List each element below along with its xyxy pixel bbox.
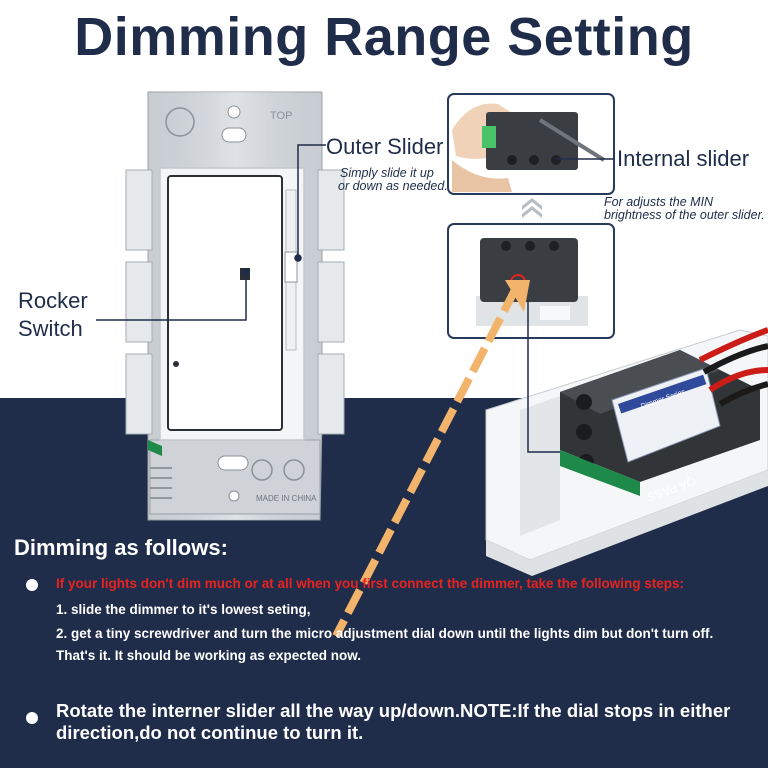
- instructions-heading: Dimming as follows:: [14, 535, 228, 560]
- rocker-label-line2: Switch: [18, 316, 83, 341]
- rocker-label-line1: Rocker: [18, 288, 88, 313]
- outer-slider-hint-line1: Simply slide it up: [340, 166, 434, 180]
- internal-slider-label: Internal slider: [617, 146, 750, 171]
- outer-slider-hint-line2: or down as needed.: [338, 179, 448, 193]
- page-title: Dimming Range Setting: [74, 7, 694, 67]
- note-text: Rotate the interner slider all the way u…: [56, 700, 731, 743]
- screwdriver-photo: [447, 93, 615, 195]
- chevron-up-icon: [522, 198, 542, 218]
- bullet-icon: [26, 579, 38, 591]
- step-3: That's it. It should be working as expec…: [56, 648, 362, 663]
- warning-text: If your lights don't dim much or at all …: [56, 576, 685, 591]
- module-callout-line: [527, 300, 560, 453]
- bullet-icon: [26, 712, 38, 724]
- outer-slider-label: Outer Slider: [326, 134, 444, 159]
- plate-top-mark: TOP: [270, 110, 293, 122]
- internal-slider-hint-line1: For adjusts the MIN: [604, 195, 714, 209]
- dimmer-module-image: [485, 327, 768, 576]
- module-closeup-photo: [447, 223, 615, 339]
- step-1: 1. slide the dimmer to it's lowest setin…: [56, 602, 311, 617]
- callout-lines: [96, 144, 326, 321]
- adjustment-arrow: [332, 280, 530, 638]
- step-2: 2. get a tiny screwdriver and turn the m…: [56, 626, 714, 641]
- plate-made-in-mark: MADE IN CHINA: [256, 494, 317, 503]
- internal-slider-hint-line2: brightness of the outer slider.: [604, 208, 765, 222]
- dimmer-switch-image: [125, 91, 345, 521]
